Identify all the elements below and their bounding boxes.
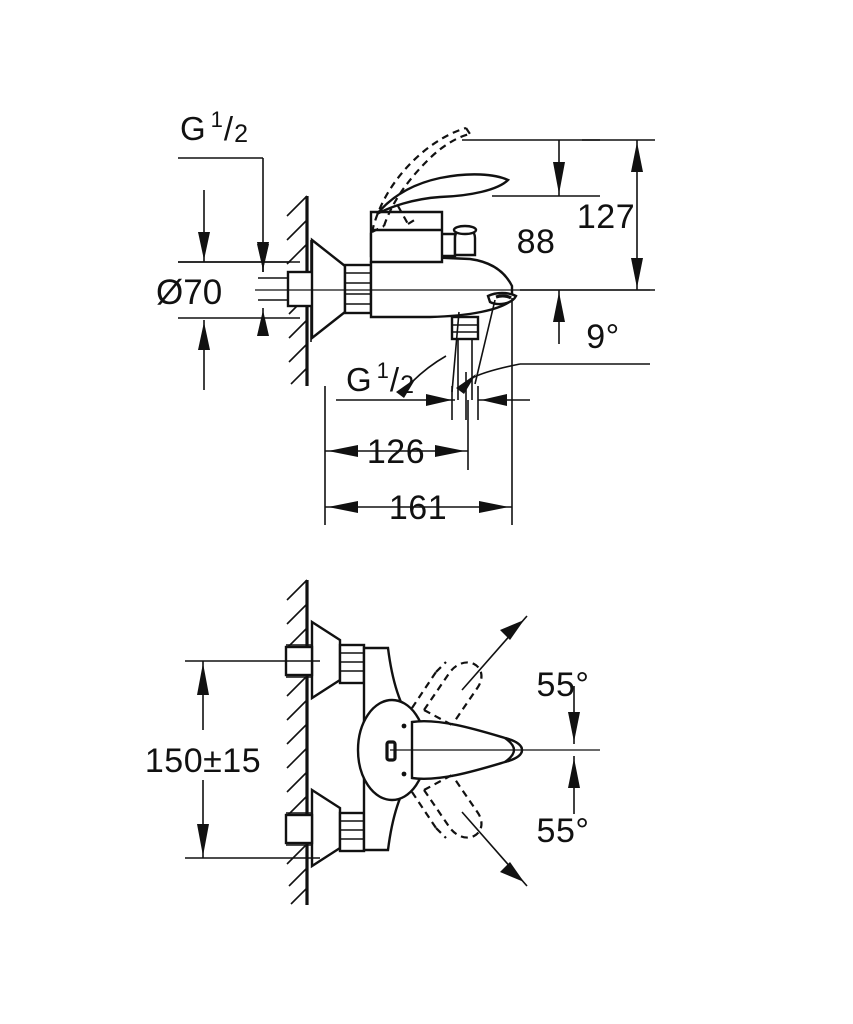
dim-150-15-text: 150±15 <box>145 742 261 780</box>
lever-handle <box>376 173 511 216</box>
dim-127: 127 <box>520 139 655 291</box>
g-half-top-slash: / <box>223 110 234 147</box>
dim-126: 126 <box>325 400 469 471</box>
dim-126-text: 126 <box>367 433 425 471</box>
plan-lever-swivel-up-dashed <box>411 661 483 726</box>
dim-55deg-lower-text: 55° <box>537 812 590 850</box>
dim-161: 161 <box>324 298 513 527</box>
plan-view: 150±15 55° 55° <box>145 579 600 905</box>
g-half-top-numerator: 1 <box>210 106 223 132</box>
dim-55deg-upper-text: 55° <box>537 666 590 704</box>
dim-55deg-lower: 55° <box>461 756 590 887</box>
dim-55deg-upper: 55° <box>461 615 590 744</box>
plan-lever-swivel-down-dashed <box>411 774 483 839</box>
dim-88-text: 88 <box>517 223 556 261</box>
g-half-top-denominator: 2 <box>234 120 248 148</box>
dim-g-half-bottom <box>336 372 530 420</box>
g-half-bottom-denominator: 2 <box>400 371 414 399</box>
plan-escutcheon-lower <box>284 787 342 869</box>
dim-127-text: 127 <box>577 198 635 236</box>
lever-handle-raised-dashed <box>370 126 471 233</box>
dim-9deg-text: 9° <box>586 318 620 356</box>
diverter-knob <box>452 224 478 257</box>
label-dia70: Ø70 <box>156 273 223 312</box>
plan-nipple-upper <box>338 643 366 685</box>
dim-150-15: 150±15 <box>145 660 320 859</box>
g-half-bottom-slash: / <box>389 361 400 398</box>
g-half-bottom-prefix: G <box>346 361 372 398</box>
plan-nipple-lower <box>338 811 366 853</box>
g-half-top-prefix: G <box>180 110 206 147</box>
dim-161-text: 161 <box>389 489 447 527</box>
mixer-body <box>369 210 514 319</box>
dim-dia70 <box>178 244 300 390</box>
side-elevation-view: 127 88 <box>178 126 655 527</box>
threaded-nipple <box>343 263 373 315</box>
g-half-bottom-numerator: 1 <box>376 357 389 383</box>
dim-88: 88 <box>462 139 600 344</box>
